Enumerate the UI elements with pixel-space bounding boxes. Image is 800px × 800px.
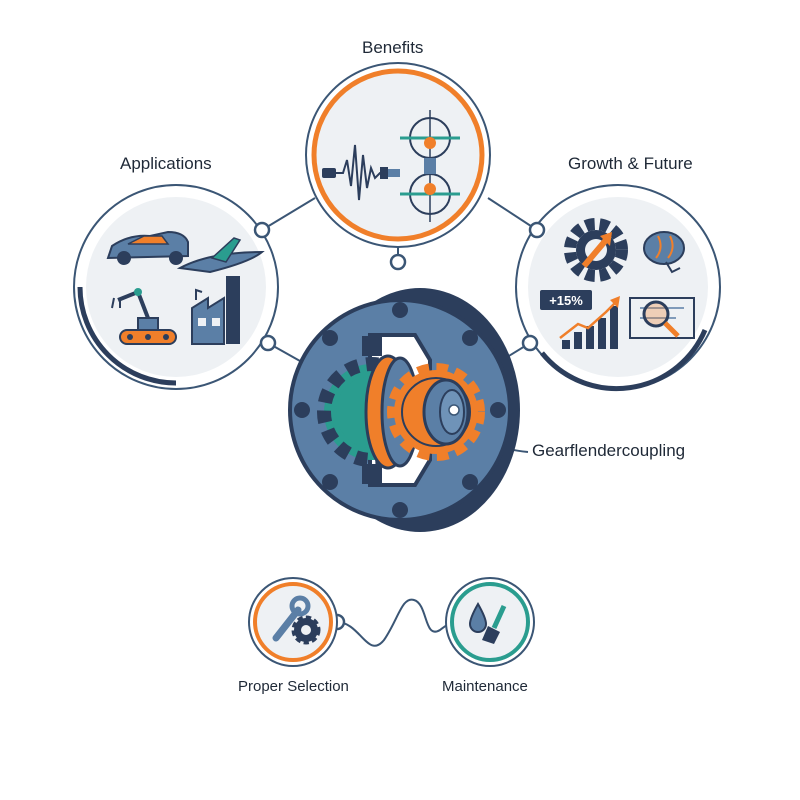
maintenance-node — [445, 577, 535, 667]
growth-badge — [540, 290, 592, 310]
benefits-label: Benefits — [362, 38, 424, 57]
wrench-gear-icon — [272, 595, 321, 645]
airplane-icon — [176, 237, 265, 274]
robot-arm-icon — [111, 288, 177, 345]
growth-badge-text: +15% — [549, 293, 583, 308]
benefits-node — [305, 62, 491, 248]
selection-label: Proper Selection — [238, 678, 349, 695]
car-icon — [106, 230, 189, 265]
growth-node: +15% — [515, 184, 721, 392]
maintenance-label: Maintenance — [442, 678, 528, 695]
blueprint-magnifier-icon — [629, 297, 695, 339]
gear-arrow-icon — [564, 218, 628, 282]
oil-drop-brush-icon — [468, 601, 507, 644]
applications-label: Applications — [120, 154, 212, 173]
vibration-wave-icon — [322, 144, 400, 201]
proper-selection-node — [248, 577, 338, 667]
growth-chart-icon — [559, 296, 620, 349]
coupling-label: Gearflendercoupling — [532, 441, 686, 460]
factory-icon — [191, 276, 240, 345]
alignment-icon — [400, 110, 460, 222]
gear-flange-coupling-illustration — [288, 288, 520, 532]
brain-icon — [643, 231, 685, 274]
applications-node — [73, 184, 279, 390]
growth-label: Growth & Future — [568, 154, 693, 173]
